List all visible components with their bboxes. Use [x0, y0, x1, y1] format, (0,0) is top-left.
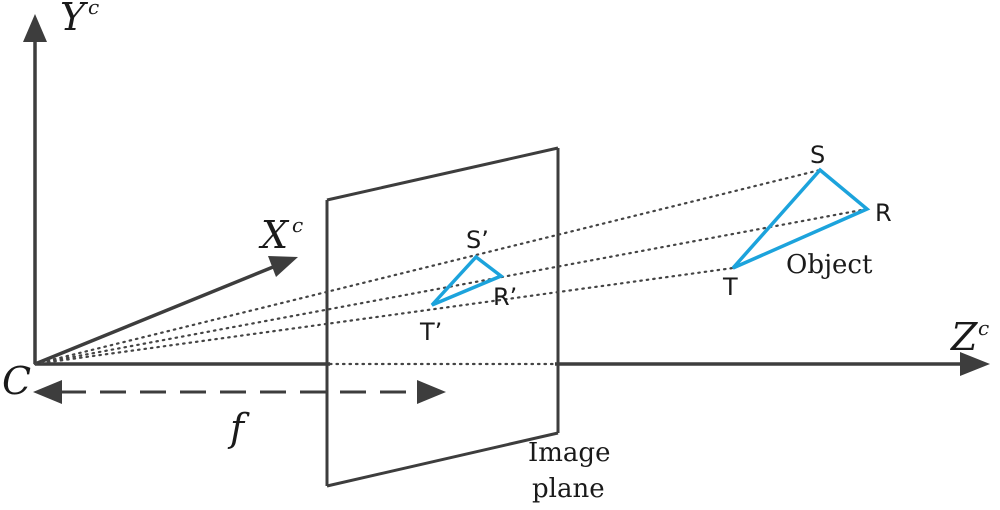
focal-length-label: f — [227, 406, 250, 450]
z-axis-arrowhead — [960, 352, 990, 376]
image-point-t-label: T’ — [419, 318, 442, 346]
object-label: Object — [786, 250, 873, 280]
object-triangle — [731, 167, 871, 270]
focal-length-right-arrowhead — [417, 380, 446, 404]
y-axis-arrowhead — [23, 14, 47, 42]
x-axis-arrowhead — [268, 256, 298, 277]
z-axis-superscript: c — [978, 316, 989, 340]
x-axis — [34, 263, 279, 366]
ray-to-t — [33, 266, 735, 366]
z-axis-label: Z — [950, 315, 978, 359]
image-plane-label-line2: plane — [532, 474, 605, 504]
y-axis-label: Y — [60, 0, 89, 39]
image-triangle — [430, 254, 505, 307]
y-axis-superscript: c — [88, 0, 99, 19]
object-point-t-label: T — [722, 273, 738, 301]
image-plane-top-edge — [326, 146, 559, 202]
object-point-s-label: S — [810, 141, 825, 169]
object-point-r-label: R — [875, 199, 892, 227]
x-axis-superscript: c — [292, 213, 303, 237]
focal-length-left-arrowhead — [33, 380, 62, 404]
x-axis-label: X — [258, 213, 290, 257]
camera-center-label: C — [2, 359, 31, 403]
ray-to-s — [33, 168, 822, 366]
image-plane-bottom-edge — [326, 431, 559, 488]
image-plane-label-line1: Image — [528, 438, 610, 468]
image-point-s-label: S’ — [466, 226, 489, 254]
image-point-r-label: R’ — [493, 283, 517, 311]
